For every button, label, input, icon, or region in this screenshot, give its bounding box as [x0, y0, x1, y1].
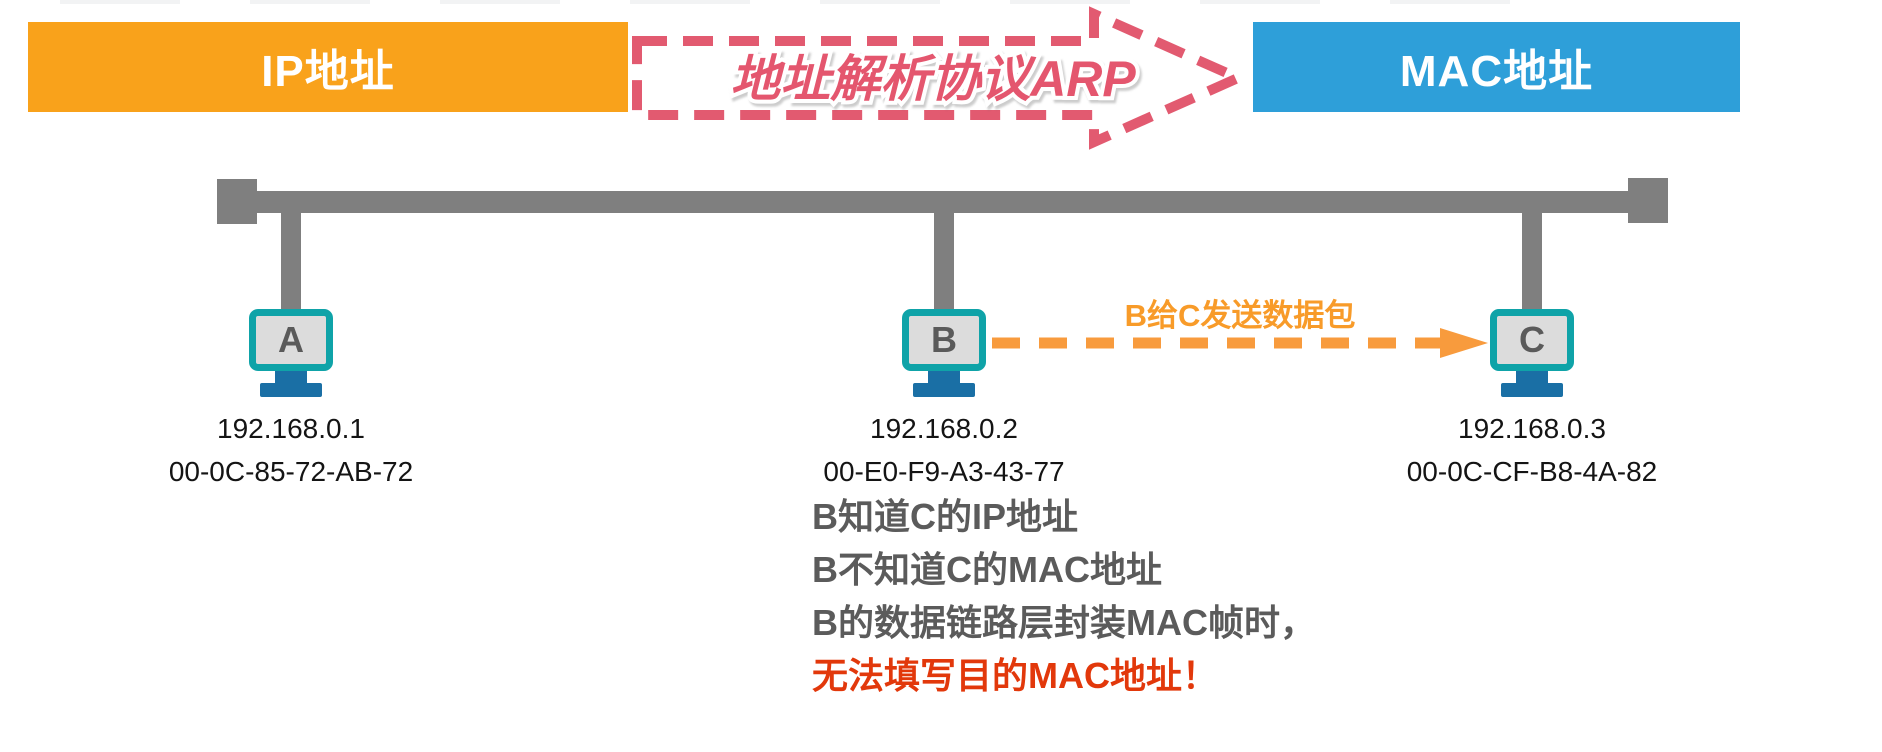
host-c-letter: C — [1519, 319, 1545, 360]
ip-address-box: IP地址 — [28, 22, 628, 112]
host-a-mac: 00-0C-85-72-AB-72 — [168, 456, 414, 487]
host-b: B 192.168.0.2 00-E0-F9-A3-43-77 — [814, 309, 1074, 488]
host-b-letter: B — [931, 319, 957, 360]
mac-address-box: MAC地址 — [1253, 22, 1740, 112]
top-edge-artifact — [60, 0, 1560, 4]
arp-arrow-dashed-outline — [632, 6, 1251, 150]
monitor-stand-neck — [275, 371, 307, 383]
bus-drop-line-a — [281, 211, 301, 311]
bus-drop-line-b — [934, 211, 954, 311]
monitor-stand-neck — [1516, 371, 1548, 383]
computer-monitor-icon: A — [249, 309, 333, 371]
ip-address-box-label: IP地址 — [261, 47, 395, 96]
monitor-stand-base — [1501, 383, 1563, 397]
host-c-mac: 00-0C-CF-B8-4A-82 — [1406, 456, 1658, 487]
explanation-notes: B知道C的IP地址 B不知道C的MAC地址 B的数据链路层封装MAC帧时， 无法… — [812, 490, 1316, 702]
packet-dashed-arrow — [992, 328, 1488, 358]
monitor-stand-base — [913, 383, 975, 397]
host-c: C 192.168.0.3 00-0C-CF-B8-4A-82 — [1402, 309, 1662, 488]
packet-arrow-label: B给C发送数据包 — [1124, 298, 1356, 333]
arp-arrow-label: 地址解析协议ARP — [730, 51, 1136, 107]
host-a-letter: A — [278, 319, 304, 360]
host-b-mac: 00-E0-F9-A3-43-77 — [823, 456, 1065, 487]
note-line-1: B知道C的IP地址 — [812, 496, 1079, 537]
mac-address-box-label: MAC地址 — [1399, 47, 1594, 96]
note-line-2: B不知道C的MAC地址 — [812, 549, 1162, 590]
monitor-stand-neck — [928, 371, 960, 383]
host-a-ip: 192.168.0.1 — [217, 413, 365, 444]
bus-terminator-left — [217, 179, 257, 224]
computer-monitor-icon: B — [902, 309, 986, 371]
bus-terminator-right — [1628, 178, 1668, 223]
host-b-ip: 192.168.0.2 — [870, 413, 1018, 444]
note-line-warning: 无法填写目的MAC地址！ — [812, 655, 1218, 696]
note-line-3: B的数据链路层封装MAC帧时， — [812, 602, 1316, 643]
bus-backbone — [232, 191, 1644, 213]
packet-arrowhead-icon — [1440, 328, 1488, 358]
host-c-ip: 192.168.0.3 — [1458, 413, 1606, 444]
host-a: A 192.168.0.1 00-0C-85-72-AB-72 — [161, 309, 421, 488]
computer-monitor-icon: C — [1490, 309, 1574, 371]
arp-protocol-arrow: 地址解析协议ARP — [632, 6, 1251, 150]
monitor-stand-base — [260, 383, 322, 397]
bus-drop-line-c — [1522, 211, 1542, 311]
